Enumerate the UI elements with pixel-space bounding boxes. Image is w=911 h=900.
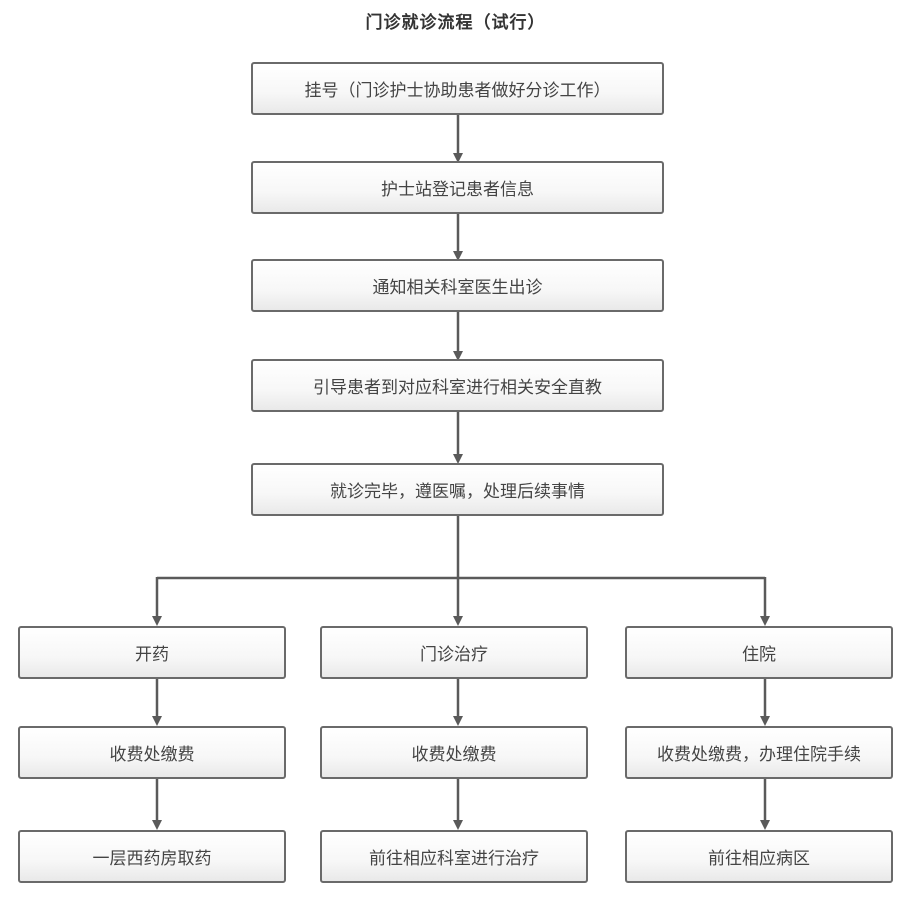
step-label: 一层西药房取药 [92,849,212,869]
step-nurse-station-record: 护士站登记患者信息 [251,161,664,214]
branch3-step1: 住院 [625,626,893,679]
step-label: 收费处缴费，办理住院手续 [657,745,861,765]
step-label: 门诊治疗 [420,645,488,665]
branch3-step2: 收费处缴费，办理住院手续 [625,726,893,779]
step-label: 挂号（门诊护士协助患者做好分诊工作） [304,81,611,101]
step-label: 护士站登记患者信息 [381,180,534,200]
step-label: 开药 [135,645,169,665]
step-registration: 挂号（门诊护士协助患者做好分诊工作） [251,62,664,115]
step-label: 收费处缴费 [109,745,195,765]
step-label: 就诊完毕，遵医嘱，处理后续事情 [330,482,585,502]
step-notify-doctor: 通知相关科室医生出诊 [251,259,664,312]
branch2-step3: 前往相应科室进行治疗 [320,830,588,883]
diagram-title: 门诊就诊流程（试行） [365,13,546,33]
branch1-step2: 收费处缴费 [18,726,286,779]
branch2-step2: 收费处缴费 [320,726,588,779]
step-guide-patient: 引导患者到对应科室进行相关安全直教 [251,359,664,412]
branch2-step1: 门诊治疗 [320,626,588,679]
branch1-step1: 开药 [18,626,286,679]
branch1-step3: 一层西药房取药 [18,830,286,883]
step-consultation-complete: 就诊完毕，遵医嘱，处理后续事情 [251,463,664,516]
step-label: 前往相应病区 [708,849,810,869]
step-label: 收费处缴费 [411,745,497,765]
step-label: 引导患者到对应科室进行相关安全直教 [313,378,602,398]
step-label: 前往相应科室进行治疗 [369,849,539,869]
step-label: 通知相关科室医生出诊 [372,278,543,298]
branch3-step3: 前往相应病区 [625,830,893,883]
step-label: 住院 [742,645,776,665]
